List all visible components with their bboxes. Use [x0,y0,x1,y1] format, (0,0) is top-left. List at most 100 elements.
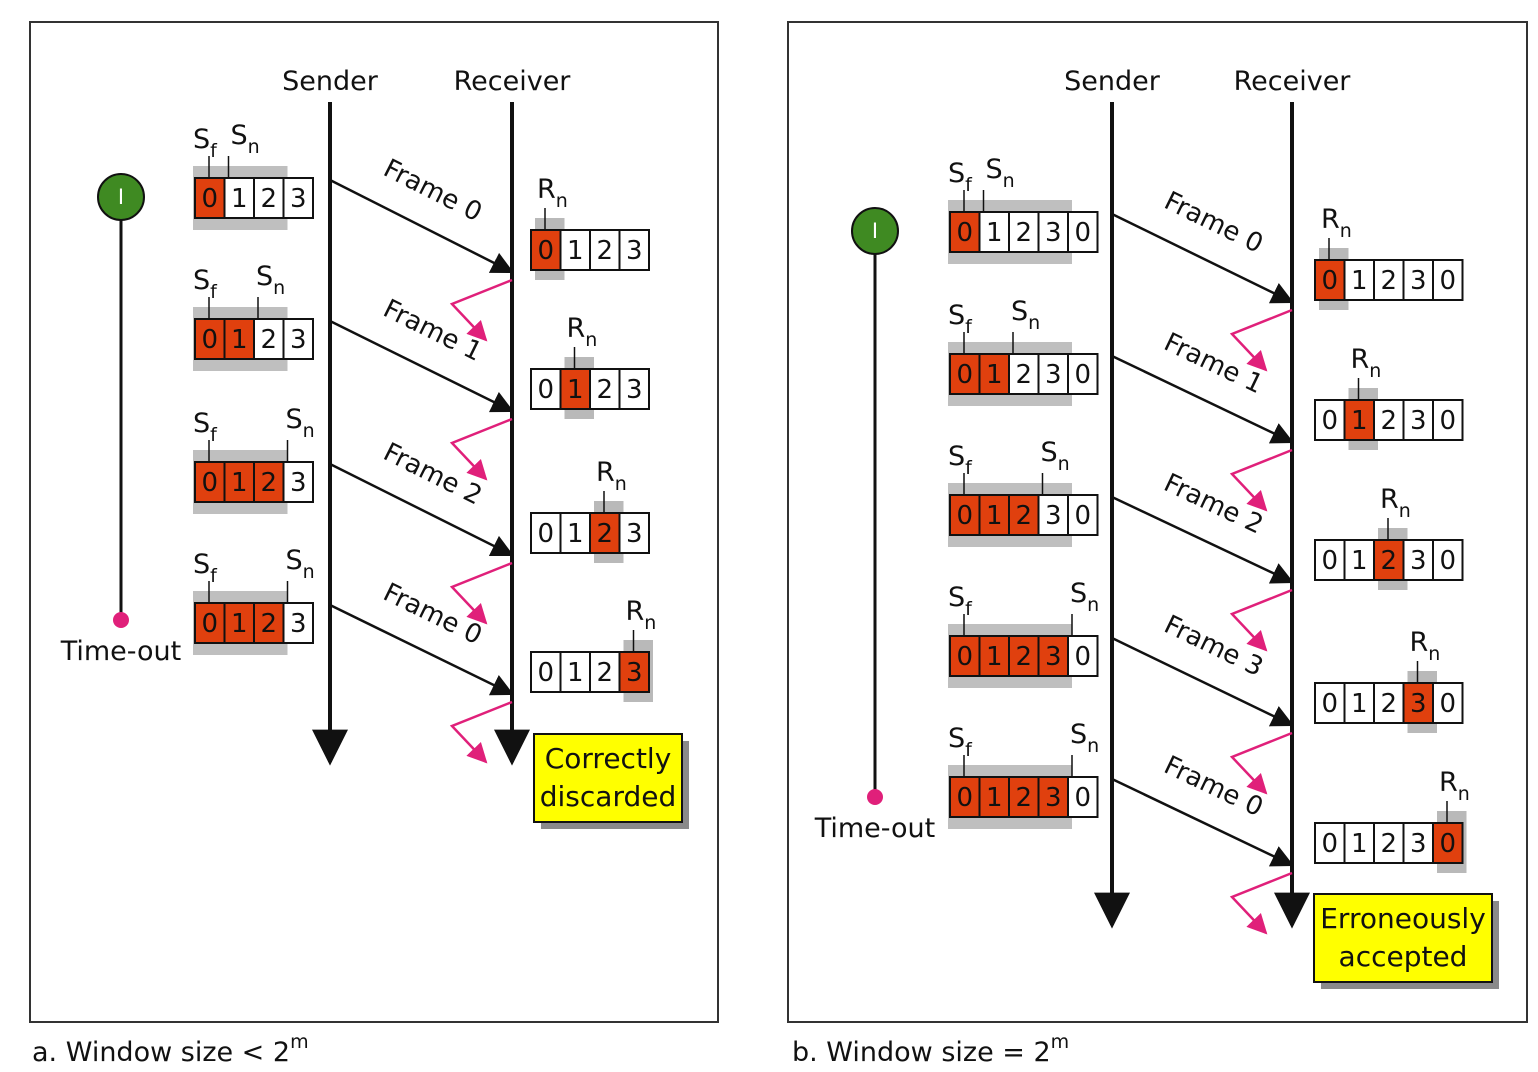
window-cell-label: 0 [1074,501,1091,531]
sn-symbol: Sn [1041,437,1070,475]
window-cell-label: 3 [290,468,307,498]
sn-symbol: Sn [286,404,315,442]
sn-symbol: Sn [231,120,260,158]
panel-b-note: Erroneously accepted [1313,893,1499,989]
window-cell-label: 1 [1351,546,1368,576]
window-cell-label: 2 [1380,266,1397,296]
window-cell [949,494,981,536]
sf-symbol: Sf [193,124,218,162]
window-cell-label: 0 [1321,546,1338,576]
sf-symbol: Sf [948,723,973,761]
frame-arrow [1111,777,1295,867]
ack-arrow [1229,871,1293,935]
note-line-1: Erroneously [1320,902,1486,935]
window-cell-label: 0 [956,642,973,672]
window-cell [1008,776,1040,818]
window-cell-label: 1 [986,218,1003,248]
note-line-2: discarded [540,780,677,813]
frame-label: Frame 1 [1159,327,1267,400]
window-cell-label: 3 [1410,266,1427,296]
window-cell-label: 3 [1045,642,1062,672]
window-cell [223,461,255,503]
sn-symbol: Sn [986,154,1015,192]
window-cell [1432,259,1464,301]
ack-arrow [449,700,513,764]
window-cell [1402,259,1434,301]
window-cell [530,512,562,554]
window-cell-label: 2 [596,519,613,549]
window-cell [1037,635,1069,677]
window-cell-label: 1 [986,642,1003,672]
panel-b-timeout-label: Time-out [814,813,936,844]
window-cell [253,602,285,644]
window-cell-label: 2 [260,184,277,214]
timer-icon [851,207,899,255]
window-cell [949,776,981,818]
window-cell [589,229,621,271]
window-cell-label: 3 [1410,829,1427,859]
window-cell [1037,776,1069,818]
window-cell-label: 0 [1074,783,1091,813]
sn-symbol: Sn [256,261,285,299]
panel-b-receiver-label: Receiver [1234,66,1352,97]
window-cell-label: 2 [596,375,613,405]
window-cell [978,494,1010,536]
frame-arrow [1111,354,1295,444]
window-cell [253,461,285,503]
frame-arrow [1111,495,1295,584]
window-cell-label: 3 [626,658,643,688]
window-cell-label: 3 [290,184,307,214]
sf-symbol: Sf [948,441,973,479]
window-cell-label: 0 [1439,689,1456,719]
frame-label: Frame 0 [378,578,486,651]
window-cell [1037,353,1069,395]
window-cell-label: 0 [537,236,554,266]
timeout-dot-icon [113,612,129,628]
window-cell [1432,539,1464,581]
note-line-2: accepted [1339,940,1468,973]
window-cell [282,602,314,644]
window-cell-label: 2 [260,609,277,639]
window-cell [1432,822,1464,864]
window-cell [223,318,255,360]
sf-symbol: Sf [193,265,218,303]
window-cell [282,461,314,503]
sn-symbol: Sn [286,545,315,583]
rn-symbol: Rn [1410,627,1441,665]
window-cell [978,353,1010,395]
window-cell-label: 1 [231,325,248,355]
window-cell-label: 3 [1045,783,1062,813]
frame-label: Frame 0 [1159,186,1267,259]
window-cell-label: 0 [956,783,973,813]
timer-symbol: I [118,185,124,209]
window-cell [1037,494,1069,536]
sn-symbol: Sn [1070,719,1099,757]
window-cell-label: 1 [231,184,248,214]
window-cell-label: 0 [1439,829,1456,859]
window-cell [949,211,981,253]
window-cell [1067,635,1099,677]
window-cell-label: 2 [596,658,613,688]
rn-symbol: Rn [537,174,568,212]
window-cell [1373,539,1405,581]
window-cell [282,177,314,219]
window-cell-label: 2 [1015,783,1032,813]
panel-a-sender-label: Sender [282,66,379,97]
window-cell-label: 0 [1439,266,1456,296]
frame-label: Frame 2 [379,437,487,511]
timer-symbol: I [872,219,878,243]
window-cell [1373,682,1405,724]
window-cell [1067,211,1099,253]
